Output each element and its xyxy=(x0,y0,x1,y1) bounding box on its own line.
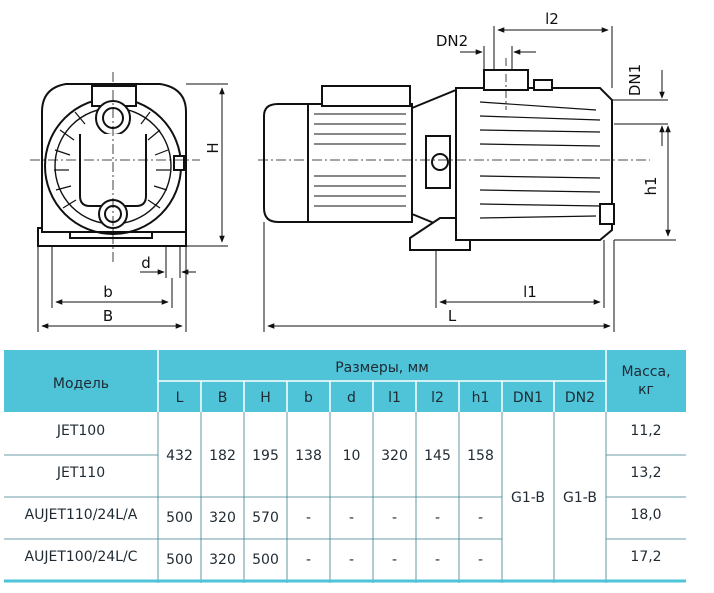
dn2-cell: G1-B xyxy=(563,490,597,506)
header-dims-bg xyxy=(158,350,606,381)
dn1-cell: G1-B xyxy=(511,490,545,506)
mass-cell: 11,2 xyxy=(630,423,661,439)
row4-cell: 320 xyxy=(209,552,236,568)
column-header-dn1: DN1 xyxy=(513,390,543,406)
pump-front-view xyxy=(37,83,187,247)
jet-shared-cell: 195 xyxy=(252,448,279,464)
model-cell: JET100 xyxy=(56,423,105,439)
row4-cell: 500 xyxy=(252,552,279,568)
jet-shared-cell: 10 xyxy=(343,448,361,464)
row3-cell: - xyxy=(349,510,354,526)
column-header-l1: l1 xyxy=(388,390,401,406)
column-header-h1: h1 xyxy=(472,390,490,406)
header-columns-bg xyxy=(158,381,606,412)
dim-label-l1: l1 xyxy=(523,283,537,301)
dim-label-B: B xyxy=(103,307,113,325)
dim-label-b: b xyxy=(103,283,113,301)
column-header-l2: l2 xyxy=(431,390,444,406)
pump-technical-drawing: H d b B xyxy=(30,10,676,332)
header-mass-bg xyxy=(606,350,686,412)
dim-label-DN1: DN1 xyxy=(626,64,644,96)
column-header-l: L xyxy=(176,390,184,406)
row3-cell: - xyxy=(392,510,397,526)
row3-cell: 320 xyxy=(209,510,236,526)
row4-cell: - xyxy=(349,552,354,568)
row4-cell: - xyxy=(392,552,397,568)
row4-cell: - xyxy=(478,552,483,568)
model-cell: JET110 xyxy=(56,465,105,481)
header-dimensions: Размеры, мм xyxy=(335,360,429,376)
column-header-b: B xyxy=(218,390,228,406)
jet-shared-cell: 145 xyxy=(424,448,451,464)
column-header-dn2: DN2 xyxy=(565,390,595,406)
jet-shared-cell: 182 xyxy=(209,448,236,464)
column-header-d: d xyxy=(347,390,356,406)
dim-label-H: H xyxy=(204,142,222,153)
row3-cell: - xyxy=(435,510,440,526)
column-header-b: b xyxy=(304,390,313,406)
row4-cell: - xyxy=(306,552,311,568)
row3-cell: 570 xyxy=(252,510,279,526)
header-model: Модель xyxy=(53,376,109,392)
dim-label-L: L xyxy=(448,307,457,325)
jet-shared-cell: 432 xyxy=(166,448,193,464)
pump-side-view xyxy=(263,69,615,251)
model-cell: AUJET100/24L/C xyxy=(25,549,138,565)
mass-cell: 18,0 xyxy=(630,507,661,523)
jet-shared-cell: 320 xyxy=(381,448,408,464)
row4-cell: 500 xyxy=(166,552,193,568)
dim-label-d: d xyxy=(141,254,151,272)
jet-shared-cell: 158 xyxy=(467,448,494,464)
dim-label-DN2: DN2 xyxy=(436,32,468,50)
row4-cell: - xyxy=(435,552,440,568)
header-model-bg xyxy=(4,350,158,412)
mass-cell: 17,2 xyxy=(630,549,661,565)
row3-cell: 500 xyxy=(166,510,193,526)
row3-cell: - xyxy=(306,510,311,526)
model-cell: AUJET110/24L/A xyxy=(25,507,138,523)
header-mass: Масса,кг xyxy=(621,364,670,398)
dim-label-h1: h1 xyxy=(642,176,660,195)
dim-label-l2: l2 xyxy=(545,10,559,28)
jet-shared-cell: 138 xyxy=(295,448,322,464)
column-header-h: H xyxy=(260,390,271,406)
mass-cell: 13,2 xyxy=(630,465,661,481)
row3-cell: - xyxy=(478,510,483,526)
